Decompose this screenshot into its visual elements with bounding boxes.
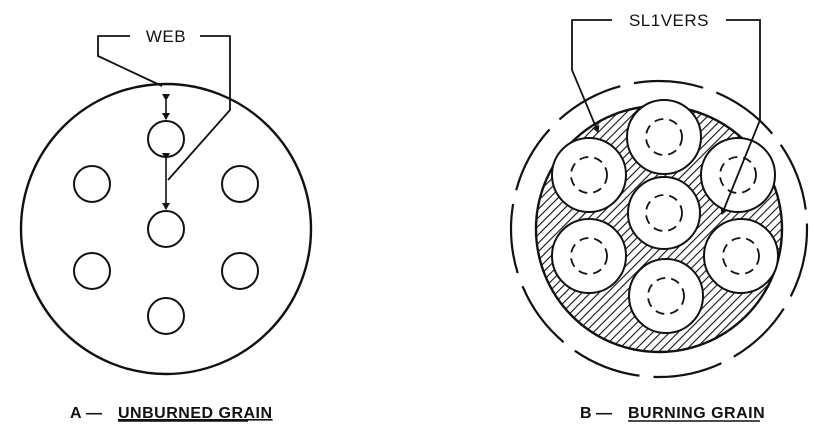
caption-a-text: UNBURNED GRAIN — [118, 405, 273, 422]
caption-b-letter: B — [580, 405, 592, 422]
perforation-top — [147, 120, 185, 158]
slivers-callout-bracket-left — [571, 19, 612, 133]
original-grain-outline-dashed — [509, 79, 809, 379]
original-perforation-center — [645, 194, 683, 232]
enlarged-perforation-lower-right — [703, 218, 779, 294]
unburned-grain-diagram: WEB A — UNBURNED GRAIN — [19, 27, 313, 422]
perforation-upper-left — [73, 165, 111, 203]
perforation-bottom — [147, 297, 185, 335]
original-perforation-lower-right — [722, 237, 760, 275]
slivers-callout: SL1VERS — [571, 11, 761, 215]
caption-b-dash: — — [596, 405, 613, 422]
enlarged-perforation-bottom — [628, 258, 704, 334]
unburned-grain-outline — [19, 82, 313, 376]
enlarged-perforation-lower-left — [551, 218, 627, 294]
enlarged-perforation-upper-left — [551, 137, 627, 213]
slivers-callout-bracket-right — [720, 19, 761, 215]
original-perforation-lower-left — [570, 237, 608, 275]
burning-grain-diagram: SL1VERS B — BURNING GRAIN — [509, 11, 809, 422]
original-perforation-upper-right — [719, 156, 757, 194]
original-perforation-upper-left — [570, 156, 608, 194]
perforation-upper-right — [221, 165, 259, 203]
web-callout-bracket-right — [167, 35, 231, 181]
slivers-label: SL1VERS — [629, 11, 709, 30]
perforation-center — [147, 210, 185, 248]
perforation-lower-left — [73, 252, 111, 290]
enlarged-perforation-center — [627, 176, 701, 250]
caption-a-letter: A — [70, 405, 82, 422]
caption-burning-grain: B — BURNING GRAIN — [580, 405, 765, 422]
caption-unburned-grain: A — UNBURNED GRAIN — [70, 405, 273, 422]
web-callout: WEB — [97, 27, 231, 210]
original-perforation-top — [645, 118, 683, 156]
perforation-lower-right — [221, 252, 259, 290]
web-label: WEB — [146, 27, 186, 46]
enlarged-perforations — [551, 99, 779, 334]
original-perforation-bottom — [647, 277, 685, 315]
caption-b-text: BURNING GRAIN — [628, 405, 765, 422]
caption-a-dash: — — [86, 405, 103, 422]
enlarged-perforation-top — [626, 99, 702, 175]
web-callout-bracket — [97, 35, 163, 87]
original-perforations-dashed — [570, 118, 760, 315]
